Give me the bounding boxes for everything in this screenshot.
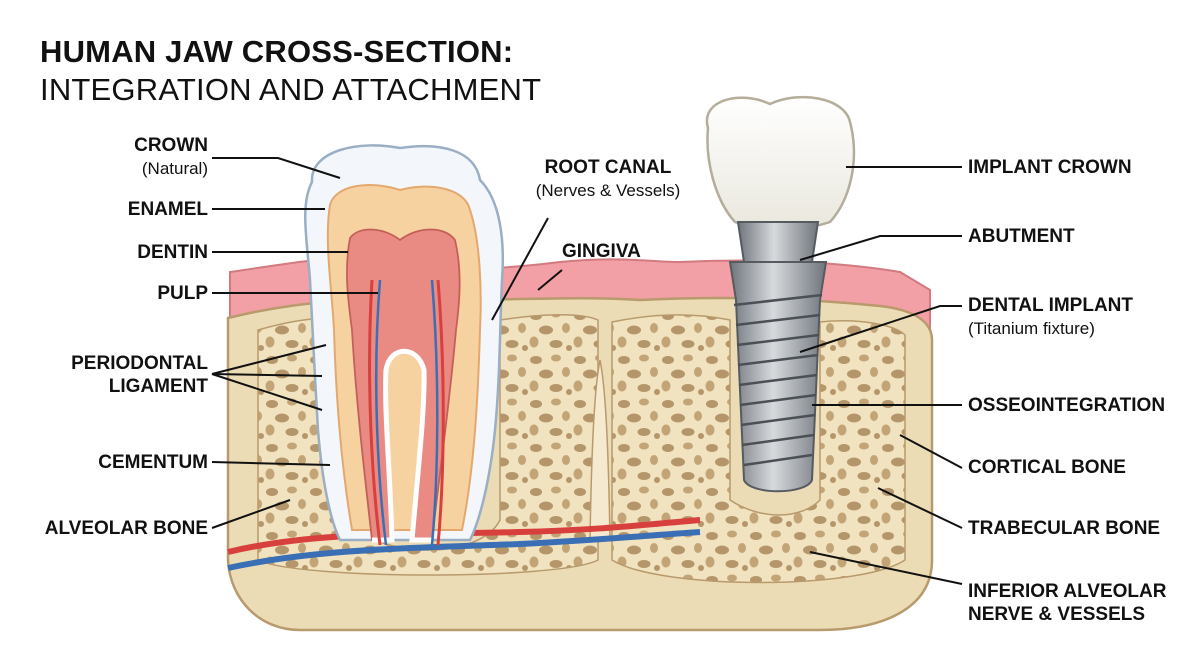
label-periodontal: PERIODONTAL LIGAMENT [40, 352, 208, 398]
label-periodontal-l2: LIGAMENT [108, 376, 208, 397]
abutment-shape [736, 221, 820, 263]
label-dentin-text: DENTIN [137, 242, 208, 263]
label-crown: CROWN (Natural) [98, 134, 208, 180]
label-gingiva-text: GINGIVA [562, 241, 641, 262]
leader-lines [211, 157, 963, 585]
title-line-1: HUMAN JAW CROSS-SECTION: [40, 34, 514, 69]
label-gingiva: GINGIVA [562, 240, 641, 263]
label-pulp-text: PULP [157, 283, 208, 304]
label-abutment: ABUTMENT [968, 225, 1075, 248]
label-periodontal-l1: PERIODONTAL [71, 353, 208, 374]
septum [589, 359, 611, 541]
label-enamel: ENAMEL [68, 198, 208, 221]
label-implant-crown-text: IMPLANT CROWN [968, 157, 1132, 178]
label-alveolar: ALVEOLAR BONE [20, 517, 208, 540]
label-dental-implant: DENTAL IMPLANT (Titanium fixture) [968, 294, 1133, 340]
label-cementum-text: CEMENTUM [98, 452, 208, 473]
root-cementum [372, 348, 432, 543]
label-dental-implant-name: DENTAL IMPLANT [968, 295, 1134, 316]
label-osseo: OSSEOINTEGRATION [968, 394, 1165, 417]
implant-crown-shape [705, 95, 856, 231]
label-osseo-text: OSSEOINTEGRATION [968, 395, 1166, 416]
label-nerve-l2: NERVE & VESSELS [968, 604, 1146, 625]
artery [227, 517, 701, 555]
label-abutment-text: ABUTMENT [968, 226, 1075, 247]
label-root-canal-note: (Nerves & Vessels) [535, 181, 681, 200]
label-trabecular-text: TRABECULAR BONE [968, 518, 1161, 539]
label-root-canal: ROOT CANAL (Nerves & Vessels) [508, 156, 708, 202]
implant-fixture [728, 261, 828, 493]
implant-threads [733, 293, 823, 467]
label-crown-note: (Natural) [141, 159, 208, 178]
label-nerve: INFERIOR ALVEOLAR NERVE & VESSELS [968, 580, 1166, 626]
label-trabecular: TRABECULAR BONE [968, 517, 1160, 540]
label-root-canal-name: ROOT CANAL [544, 157, 672, 178]
title-line-2: INTEGRATION AND ATTACHMENT [40, 72, 542, 107]
label-enamel-text: ENAMEL [127, 199, 208, 220]
trabecular-right [611, 314, 906, 584]
label-cortical-text: CORTICAL BONE [968, 457, 1126, 478]
label-dental-implant-note: (Titanium fixture) [968, 319, 1095, 338]
label-crown-name: CROWN [134, 135, 208, 156]
label-cortical: CORTICAL BONE [968, 456, 1126, 479]
pulp-artery [368, 279, 445, 546]
label-pulp: PULP [68, 282, 208, 305]
vein [227, 529, 701, 571]
label-nerve-l1: INFERIOR ALVEOLAR [968, 581, 1167, 602]
label-implant-crown: IMPLANT CROWN [968, 156, 1132, 179]
label-dentin: DENTIN [68, 241, 208, 264]
pulp-vein [374, 279, 439, 546]
label-cementum: CEMENTUM [40, 451, 208, 474]
label-alveolar-text: ALVEOLAR BONE [44, 518, 208, 539]
